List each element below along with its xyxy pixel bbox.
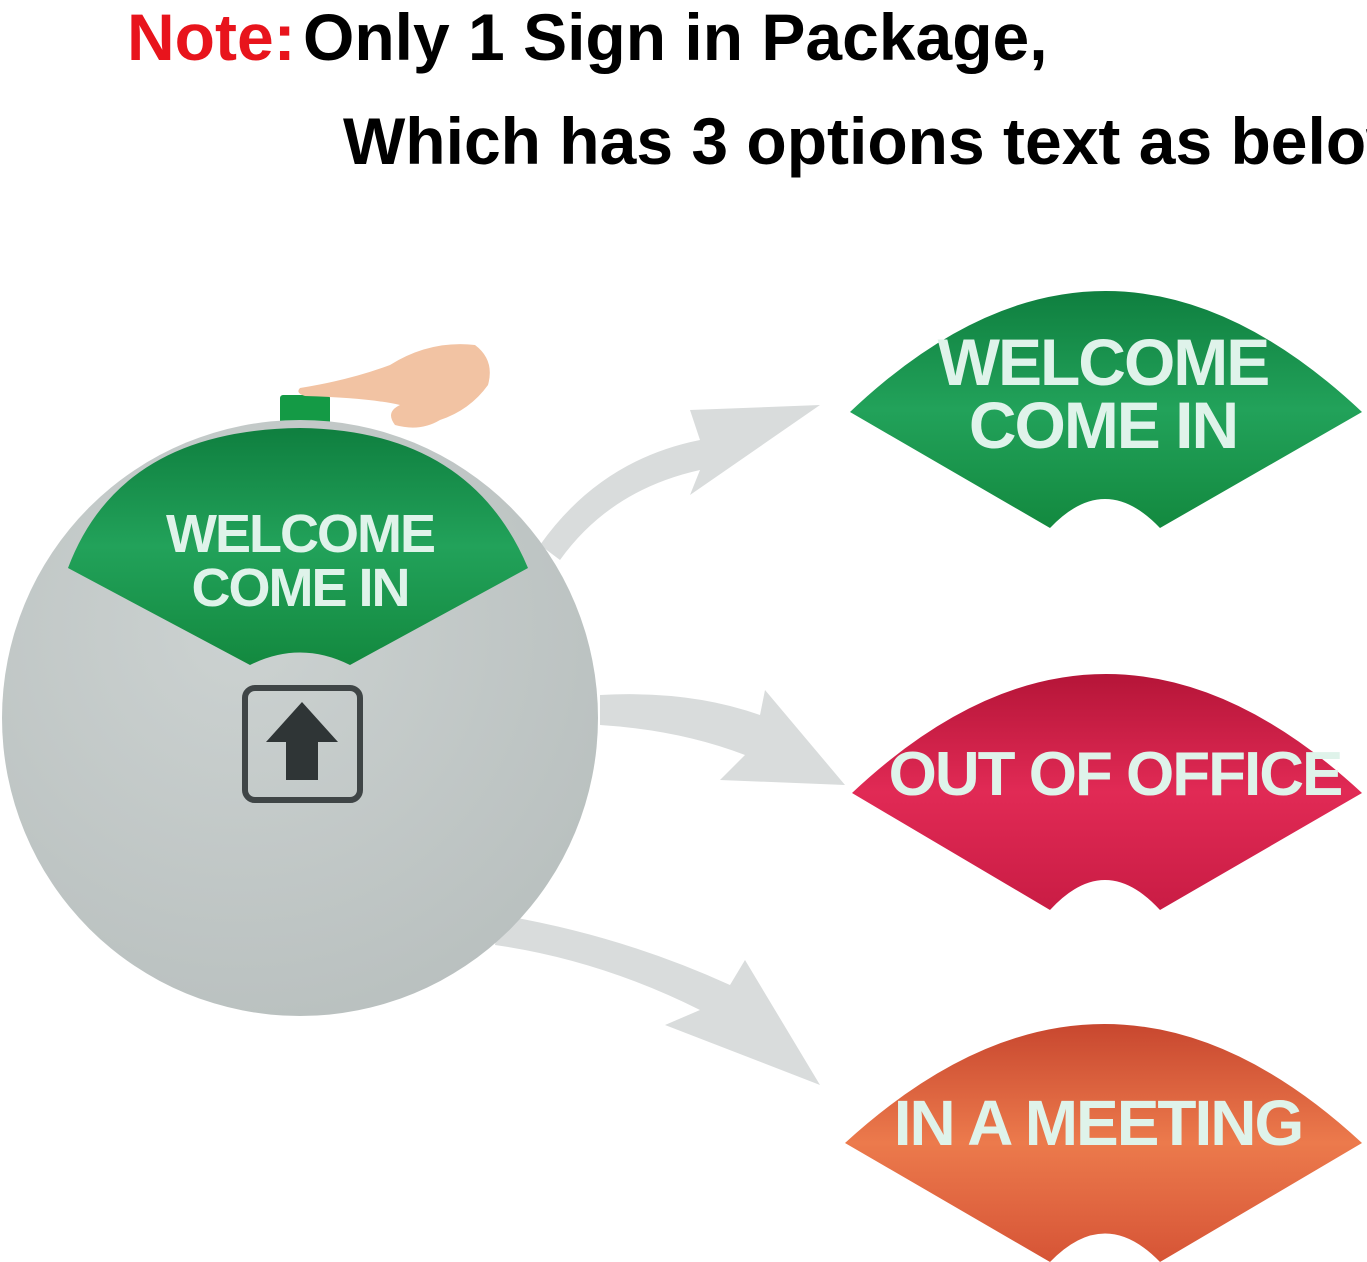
option-out-of-office: OUT OF OFFICE [852, 674, 1362, 910]
pointing-hand-icon [298, 344, 490, 428]
arrow-up-icon[interactable] [242, 685, 363, 803]
option-out-of-office-label: OUT OF OFFICE [889, 740, 1342, 809]
option-in-a-meeting: IN A MEETING [845, 1024, 1362, 1262]
window-line-1: WELCOME [166, 504, 434, 564]
arrow-to-red [600, 690, 845, 785]
sign-window [68, 428, 528, 665]
note-label: Note: [127, 0, 296, 74]
main-sign: WELCOME COME IN [2, 344, 598, 1016]
window-line-2: COME IN [191, 558, 408, 618]
option-in-a-meeting-label: IN A MEETING [894, 1087, 1303, 1159]
header-line-1: Only 1 Sign in Package, [303, 0, 1048, 74]
option-welcome: WELCOME COME IN [850, 291, 1362, 528]
option-welcome-line-1: WELCOME [938, 325, 1269, 399]
arrow-to-green [540, 405, 820, 560]
header-line-2: Which has 3 options text as below [343, 104, 1367, 178]
arrow-to-orange [495, 915, 820, 1085]
option-welcome-line-2: COME IN [969, 388, 1237, 462]
